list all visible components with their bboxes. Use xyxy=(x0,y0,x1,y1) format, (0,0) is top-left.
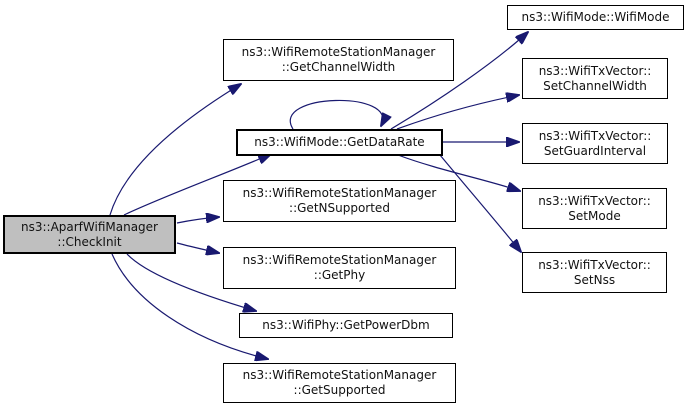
node-label: ns3::WifiRemoteStationManager xyxy=(242,368,437,382)
node-label: SetNss xyxy=(573,272,616,287)
node-label: ::GetSupported xyxy=(293,383,386,397)
node-getphy[interactable]: ns3::WifiRemoteStationManager ::GetPhy xyxy=(223,247,456,289)
node-getdatarate[interactable]: ns3::WifiMode::GetDataRate xyxy=(236,129,443,156)
node-label: ns3::WifiMode::GetDataRate xyxy=(254,135,425,149)
node-setguardinterval[interactable]: ns3::WifiTxVector:: SetGuardInterval xyxy=(522,123,668,164)
node-getchannelwidth[interactable]: ns3::WifiRemoteStationManager ::GetChann… xyxy=(223,39,454,81)
edge-checkinit-getnsupported xyxy=(176,217,219,224)
edge-getdatarate-setnss xyxy=(439,154,521,252)
node-label: ::CheckInit xyxy=(57,234,122,249)
node-label: ns3::AparfWifiManager xyxy=(20,219,158,234)
node-label: ns3::WifiTxVector:: xyxy=(538,257,651,272)
node-label: ns3::WifiRemoteStationManager xyxy=(242,253,437,267)
node-label: ns3::WifiTxVector:: xyxy=(538,63,652,78)
node-setchannelwidth[interactable]: ns3::WifiTxVector:: SetChannelWidth xyxy=(522,58,668,99)
node-label: ::GetPhy xyxy=(313,268,366,282)
node-getsupported[interactable]: ns3::WifiRemoteStationManager ::GetSuppo… xyxy=(223,363,456,403)
edge-checkinit-getchannelwidth xyxy=(109,84,241,216)
edge-getdatarate-self-loop xyxy=(289,99,383,130)
node-label: SetGuardInterval xyxy=(543,143,647,158)
node-getnsupported[interactable]: ns3::WifiRemoteStationManager ::GetNSupp… xyxy=(223,180,456,222)
edge-getdatarate-setmode xyxy=(397,154,520,191)
node-getpowerdbm[interactable]: ns3::WifiPhy::GetPowerDbm xyxy=(239,313,453,338)
node-label: ns3::WifiMode::WifiMode xyxy=(521,10,670,24)
node-setmode[interactable]: ns3::WifiTxVector:: SetMode xyxy=(522,188,667,229)
edge-getdatarate-setchannelwidth xyxy=(396,95,519,130)
node-label: ::GetNSupported xyxy=(289,201,390,215)
node-label: SetChannelWidth xyxy=(543,78,647,93)
node-label: ns3::WifiTxVector:: xyxy=(538,193,651,208)
node-wifimode-constructor[interactable]: ns3::WifiMode::WifiMode xyxy=(507,5,684,30)
node-label: ns3::WifiRemoteStationManager xyxy=(242,186,437,200)
edge-checkinit-getphy xyxy=(176,242,219,253)
node-label: ::GetChannelWidth xyxy=(281,60,396,74)
node-label: SetMode xyxy=(568,208,621,223)
edge-checkinit-getpowerdbm xyxy=(126,253,256,311)
node-setnss[interactable]: ns3::WifiTxVector:: SetNss xyxy=(522,252,667,293)
node-checkinit[interactable]: ns3::AparfWifiManager ::CheckInit xyxy=(3,215,176,254)
node-label: ns3::WifiRemoteStationManager xyxy=(241,45,436,59)
edge-getdatarate-wifimode xyxy=(390,32,528,130)
edge-checkinit-getdatarate xyxy=(123,154,271,216)
node-label: ns3::WifiPhy::GetPowerDbm xyxy=(262,318,430,332)
node-label: ns3::WifiTxVector:: xyxy=(538,128,652,143)
edge-checkinit-getsupported xyxy=(111,253,268,359)
